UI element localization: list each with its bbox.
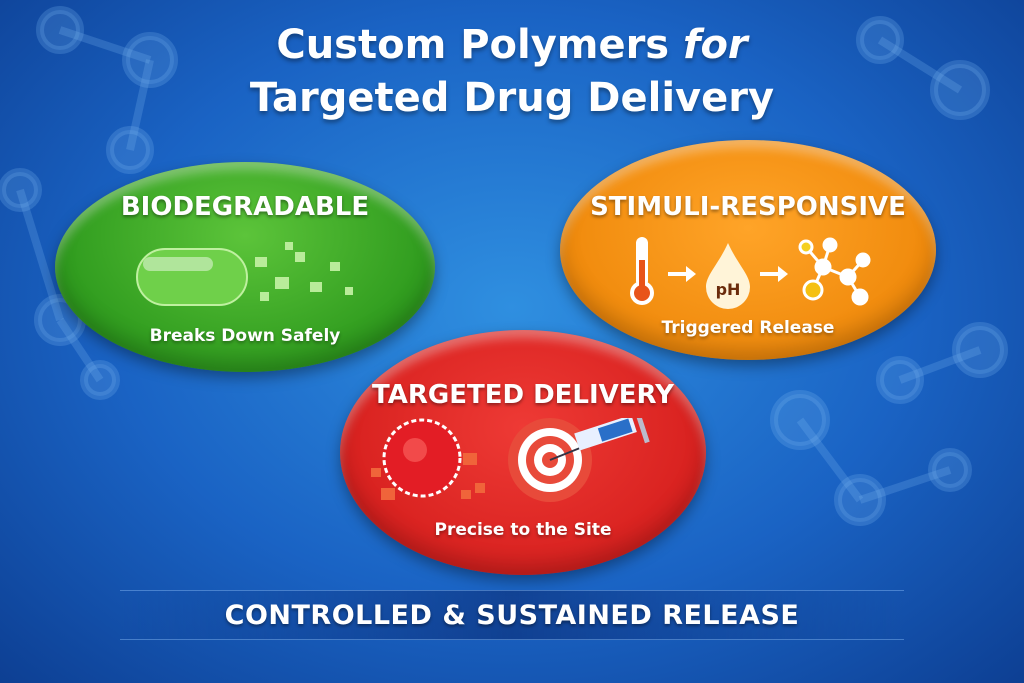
cell-icon [382, 418, 462, 498]
syringe-icon [549, 418, 650, 461]
title-main: Custom Polymers [276, 22, 684, 68]
card-biodegradable: BIODEGRADABLE Breaks Down Safely [55, 162, 435, 372]
svg-text:pH: pH [716, 280, 741, 299]
title-line-1: Custom Polymers for [0, 20, 1024, 70]
card-stimuli-responsive: STIMULI-RESPONSIVE pH Triggered Release [560, 140, 936, 360]
molecule-icon [798, 237, 871, 306]
card-caption: Breaks Down Safely [149, 326, 341, 346]
stimuli-icons: pH [630, 237, 871, 309]
targeting-icons [371, 418, 650, 502]
title-italic: for [683, 22, 748, 68]
card-heading: BIODEGRADABLE [120, 192, 370, 222]
arrow-right-icon [668, 266, 696, 282]
thermometer-icon [630, 237, 654, 305]
card-caption: Triggered Release [661, 318, 835, 338]
card-heading: TARGETED DELIVERY [372, 380, 674, 410]
card-caption: Precise to the Site [434, 520, 612, 540]
capsule-icon [136, 242, 353, 306]
title-line-2: Targeted Drug Delivery [249, 75, 775, 121]
bottom-banner: CONTROLLED & SUSTAINED RELEASE [120, 590, 904, 640]
card-targeted-delivery: TARGETED DELIVERY Precise to the Site [340, 330, 706, 575]
ph-drop-icon: pH [706, 243, 750, 309]
card-heading: STIMULI-RESPONSIVE [590, 192, 906, 222]
arrow-right-icon [760, 266, 788, 282]
